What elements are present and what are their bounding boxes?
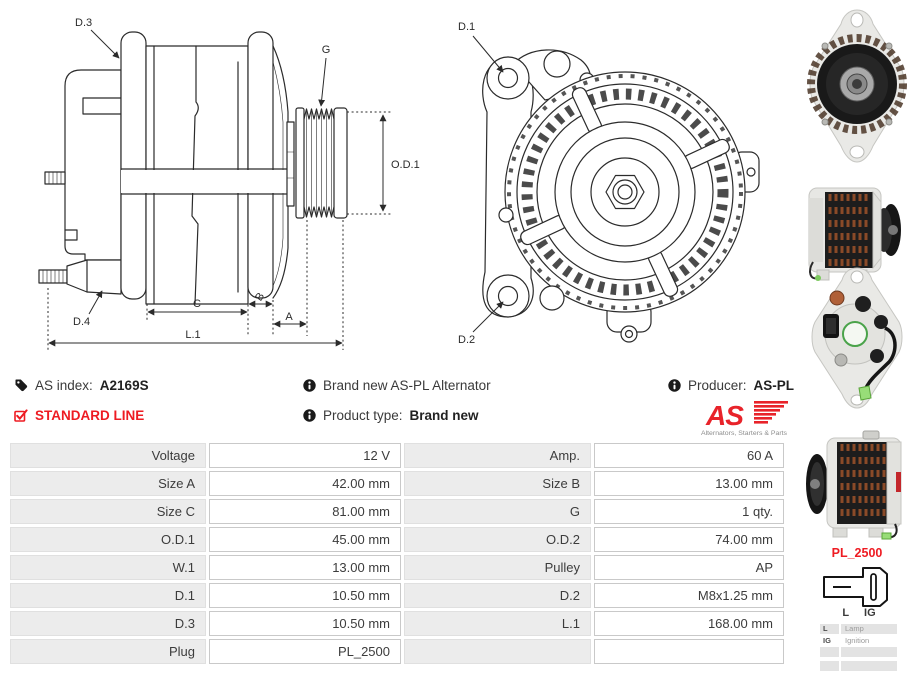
brand-new-item: Brand new AS-PL Alternator xyxy=(303,376,491,394)
spec-label-cell: Size B xyxy=(404,471,591,496)
producer-label: Producer: xyxy=(688,377,747,393)
brand-new-text: Brand new AS-PL Alternator xyxy=(323,377,491,393)
plug-pin-ig: IG xyxy=(864,607,876,619)
dim-label-d2: D.2 xyxy=(458,334,475,346)
spec-table: Voltage 12 V Amp. 60 A Size A 42.00 mm S… xyxy=(10,443,784,664)
dim-label-c: C xyxy=(193,298,201,310)
tag-icon xyxy=(15,379,28,392)
product-photo-side-left[interactable] xyxy=(803,424,907,542)
spec-value-cell: 168.00 mm xyxy=(594,611,784,636)
as-index-value: A2169S xyxy=(99,377,149,393)
spec-label-cell: O.D.2 xyxy=(404,527,591,552)
standard-line-badge: STANDARD LINE xyxy=(35,407,145,423)
dim-label-d3: D.3 xyxy=(75,17,92,29)
spec-value-cell: 12 V xyxy=(209,443,401,468)
plug-pin-l: L xyxy=(842,607,850,619)
spec-value-cell: 60 A xyxy=(594,443,784,468)
info-icon xyxy=(303,408,316,422)
producer-item: Producer: AS-PL xyxy=(668,376,794,394)
spec-label-cell: Plug xyxy=(10,639,206,664)
plug-type-title: PL_2500 xyxy=(831,546,883,560)
spec-value-cell: PL_2500 xyxy=(209,639,401,664)
front-view-diagram: D.1 D.2 xyxy=(458,21,760,346)
legend-value xyxy=(841,647,897,657)
legend-value xyxy=(841,661,897,671)
spec-label-cell: D.1 xyxy=(10,583,206,608)
dim-label-d4: D.4 xyxy=(73,316,90,328)
product-type-item: Product type: Brand new xyxy=(303,406,479,424)
spec-label-cell: Voltage xyxy=(10,443,206,468)
spec-label-cell: D.2 xyxy=(404,583,591,608)
info-icon xyxy=(668,378,681,392)
spec-value-cell: 13.00 mm xyxy=(209,555,401,580)
product-type-value: Brand new xyxy=(409,407,479,423)
side-view-diagram: D.3 G O.D.1 D.4 C B A L.1 xyxy=(38,17,420,350)
spec-label-cell: G xyxy=(404,499,591,524)
spec-label-cell: W.1 xyxy=(10,555,206,580)
spec-label-cell: Amp. xyxy=(404,443,591,468)
dim-label-od1: O.D.1 xyxy=(391,159,420,171)
standard-line-item: STANDARD LINE xyxy=(14,406,144,424)
legend-row: IG Ignition xyxy=(820,635,897,646)
as-index-label: AS index: xyxy=(35,377,93,393)
spec-label-cell: Size A xyxy=(10,471,206,496)
legend-key: IG xyxy=(820,635,839,646)
product-photo-rear[interactable] xyxy=(807,264,907,414)
product-photo-side-right[interactable] xyxy=(803,172,907,284)
legend-key xyxy=(820,661,839,671)
legend-row xyxy=(820,647,897,657)
spec-label-cell: D.3 xyxy=(10,611,206,636)
legend-row: L Lamp xyxy=(820,624,897,634)
dim-label-l1: L.1 xyxy=(185,329,200,341)
info-icon xyxy=(303,378,316,392)
legend-value: Lamp xyxy=(841,624,897,634)
spec-value-cell: AP xyxy=(594,555,784,580)
spec-label-cell: O.D.1 xyxy=(10,527,206,552)
spec-value-cell: 13.00 mm xyxy=(594,471,784,496)
dim-label-a: A xyxy=(285,311,293,323)
logo-text: AS xyxy=(705,400,744,431)
legend-key: L xyxy=(820,624,839,634)
spec-value-cell: 10.50 mm xyxy=(209,611,401,636)
logo-tagline: Alternators, Starters & Parts xyxy=(701,430,787,437)
plug-connector-diagram xyxy=(823,567,888,607)
spec-value-cell: 1 qty. xyxy=(594,499,784,524)
spec-value-cell: 42.00 mm xyxy=(209,471,401,496)
spec-label-cell xyxy=(404,639,591,664)
product-photo-front[interactable] xyxy=(807,6,907,168)
spec-label-cell: Pulley xyxy=(404,555,591,580)
spec-value-cell: 45.00 mm xyxy=(209,527,401,552)
plug-legend-table: L Lamp IG Ignition xyxy=(820,624,897,673)
spec-value-cell: 74.00 mm xyxy=(594,527,784,552)
dim-label-g: G xyxy=(322,44,331,56)
legend-value: Ignition xyxy=(841,635,897,646)
spec-value-cell: 10.50 mm xyxy=(209,583,401,608)
as-pl-logo: AS Alternators, Starters & Parts xyxy=(701,400,788,437)
product-type-label: Product type: xyxy=(323,407,403,423)
spec-label-cell: Size C xyxy=(10,499,206,524)
producer-value: AS-PL xyxy=(753,377,795,393)
plug-pin-labels: L IG xyxy=(821,607,897,619)
as-index-item: AS index: A2169S xyxy=(14,376,149,394)
spec-value-cell: M8x1.25 mm xyxy=(594,583,784,608)
checkbox-checked-icon xyxy=(14,408,28,422)
dim-label-d1: D.1 xyxy=(458,21,475,33)
legend-key xyxy=(820,647,839,657)
spec-value-cell: 81.00 mm xyxy=(209,499,401,524)
spec-value-cell xyxy=(594,639,784,664)
spec-label-cell: L.1 xyxy=(404,611,591,636)
legend-row xyxy=(820,661,897,671)
